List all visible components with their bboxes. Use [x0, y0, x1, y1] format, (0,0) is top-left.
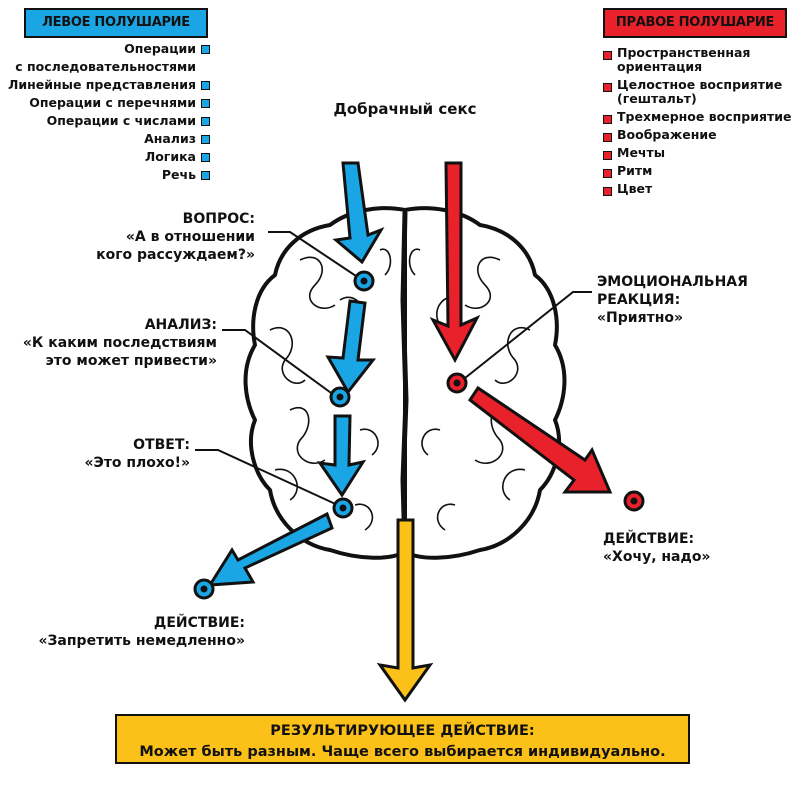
list-item-text: Ритм [617, 163, 653, 178]
list-item: Речь [8, 166, 210, 184]
label-right-action: ДЕЙСТВИЕ: «Хочу, надо» [603, 530, 783, 566]
node-emotion [446, 372, 468, 394]
list-item-text: Операции с числами [46, 113, 196, 128]
list-item: Операции с последовательностями [8, 40, 210, 76]
list-item-text: Трехмерное восприятие [617, 109, 792, 124]
label-heading: ДЕЙСТВИЕ: [603, 531, 695, 547]
connector-answer [195, 449, 343, 508]
blue-square-icon [201, 135, 210, 144]
red-square-icon [603, 151, 612, 160]
blue-arrow-action [207, 511, 334, 587]
list-item: Линейные представления [8, 76, 210, 94]
list-item: Операции с числами [8, 112, 210, 130]
red-arrow-action [467, 385, 613, 494]
blue-square-icon [201, 45, 210, 54]
connector-lines [195, 231, 592, 508]
label-question: ВОПРОС: «А в отношении кого рассуждаем?» [35, 210, 255, 264]
list-item: Целостное восприятие (гештальт) [603, 78, 791, 106]
blue-arrow-3 [316, 414, 367, 498]
left-hemisphere-list: Операции с последовательностями Линейные… [8, 40, 210, 184]
blue-arrow-2 [325, 299, 377, 395]
red-square-icon [603, 51, 612, 60]
label-text: «К каким последствиям это может привести… [22, 335, 217, 369]
node-question [353, 270, 375, 292]
blue-square-icon [201, 99, 210, 108]
list-item: Мечты [603, 146, 791, 160]
node-answer [332, 497, 354, 519]
list-item-text: Логика [144, 149, 196, 164]
result-box: РЕЗУЛЬТИРУЮЩЕЕ ДЕЙСТВИЕ: Может быть разн… [115, 714, 690, 764]
connector-emotion [459, 291, 592, 383]
brain-fissure [400, 211, 409, 553]
label-analysis: АНАЛИЗ: «К каким последствиям это может … [0, 316, 217, 370]
list-item: Логика [8, 148, 210, 166]
label-emotion: ЭМОЦИОНАЛЬНАЯ РЕАКЦИЯ: «Приятно» [597, 273, 797, 327]
list-item-text: Пространственная ориентация [617, 45, 751, 74]
red-square-icon [603, 133, 612, 142]
connector-question [268, 231, 363, 281]
node-left-action [193, 578, 215, 600]
label-text: «Хочу, надо» [603, 549, 711, 565]
label-heading: АНАЛИЗ: [144, 317, 217, 333]
label-text: «Приятно» [597, 310, 684, 326]
label-heading: ВОПРОС: [182, 211, 255, 227]
label-answer: ОТВЕТ: «Это плохо!» [0, 436, 190, 472]
blue-square-icon [201, 81, 210, 90]
list-item-text: Цвет [617, 181, 653, 196]
red-square-icon [603, 115, 612, 124]
nodes [193, 270, 645, 600]
label-heading: ЭМОЦИОНАЛЬНАЯ РЕАКЦИЯ: [597, 274, 748, 308]
label-text: «Это плохо!» [84, 455, 190, 471]
red-square-icon [603, 169, 612, 178]
list-item: Воображение [603, 128, 791, 142]
node-analysis [329, 386, 351, 408]
label-heading: ДЕЙСТВИЕ: [153, 615, 245, 631]
right-hemisphere-header: ПРАВОЕ ПОЛУШАРИЕ [603, 8, 787, 38]
yellow-arrow [376, 518, 434, 703]
list-item: Цвет [603, 182, 791, 196]
left-arrows [207, 161, 385, 587]
red-square-icon [603, 187, 612, 196]
blue-square-icon [201, 117, 210, 126]
stimulus-title: Добрачный секс [333, 100, 477, 118]
list-item: Пространственная ориентация [603, 46, 791, 74]
blue-square-icon [201, 171, 210, 180]
left-hemisphere-header: ЛЕВОЕ ПОЛУШАРИЕ [24, 8, 208, 38]
right-arrows [429, 161, 613, 494]
list-item-text: Речь [161, 167, 196, 182]
list-item-text: Мечты [617, 145, 666, 160]
list-item-text: Линейные представления [8, 77, 196, 92]
result-heading: РЕЗУЛЬТИРУЮЩЕЕ ДЕЙСТВИЕ: [270, 723, 535, 739]
list-item: Анализ [8, 130, 210, 148]
list-item: Операции с перечнями [8, 94, 210, 112]
right-hemisphere-list: Пространственная ориентация Целостное во… [603, 46, 791, 200]
blue-arrow-1 [332, 161, 385, 265]
node-right-action [623, 490, 645, 512]
label-left-action: ДЕЙСТВИЕ: «Запретить немедленно» [5, 614, 245, 650]
list-item-text: Операции с перечнями [29, 95, 196, 110]
label-heading: ОТВЕТ: [133, 437, 190, 453]
red-arrow-1 [429, 161, 481, 364]
label-text: «Запретить немедленно» [38, 633, 245, 649]
label-text: «А в отношении кого рассуждаем?» [96, 229, 255, 263]
red-square-icon [603, 83, 612, 92]
list-item-text: Целостное восприятие (гештальт) [617, 77, 783, 106]
list-item: Ритм [603, 164, 791, 178]
list-item: Трехмерное восприятие [603, 110, 791, 124]
list-item-text: Операции с последовательностями [15, 41, 196, 74]
blue-square-icon [201, 153, 210, 162]
list-item-text: Воображение [617, 127, 717, 142]
connector-analysis [222, 329, 339, 399]
result-text: Может быть разным. Чаще всего выбирается… [139, 744, 666, 760]
list-item-text: Анализ [144, 131, 196, 146]
